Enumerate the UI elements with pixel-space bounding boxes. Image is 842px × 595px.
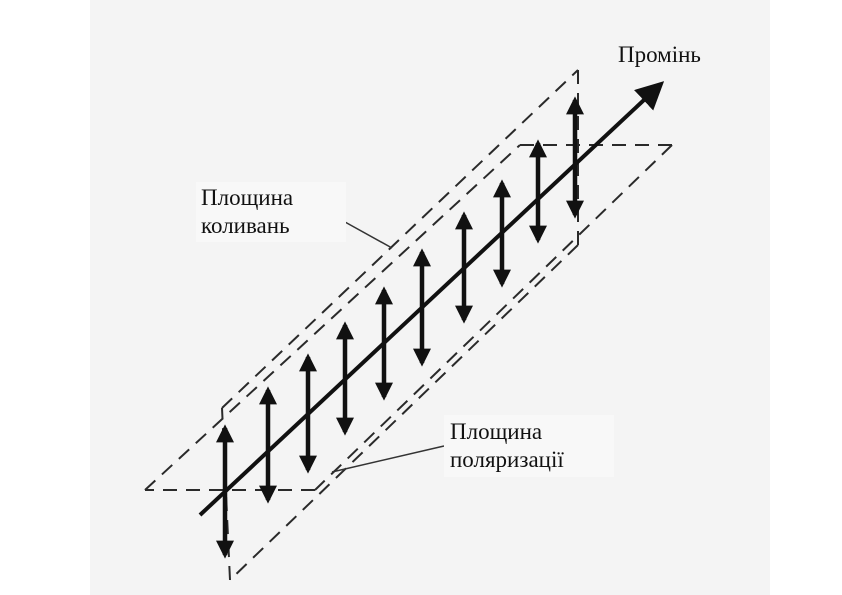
polarization-plane-right-edge (314, 144, 673, 491)
oscillation-plane-label-line-1: Площина (201, 185, 294, 210)
oscillation-vectors (216, 96, 584, 559)
polarization-plane-label-line-1: Площина (450, 419, 543, 444)
polarization-plane-left-edge (144, 144, 521, 491)
oscillation-plane-label-backdrop (196, 182, 346, 242)
beam-label: Промінь (618, 42, 701, 67)
oscillation-plane (221, 69, 579, 581)
oscillation-plane-bottom-edge (229, 244, 579, 581)
oscillation-plane-top-edge (221, 69, 579, 409)
polarization-plane-label-backdrop (444, 415, 614, 477)
polarization-plane-leader-line (331, 445, 445, 473)
oscillation-plane-leader-line (344, 221, 393, 249)
oscillation-plane-label-line-2: коливань (201, 213, 290, 238)
polarization-plane-label-line-2: поляризації (450, 447, 564, 472)
